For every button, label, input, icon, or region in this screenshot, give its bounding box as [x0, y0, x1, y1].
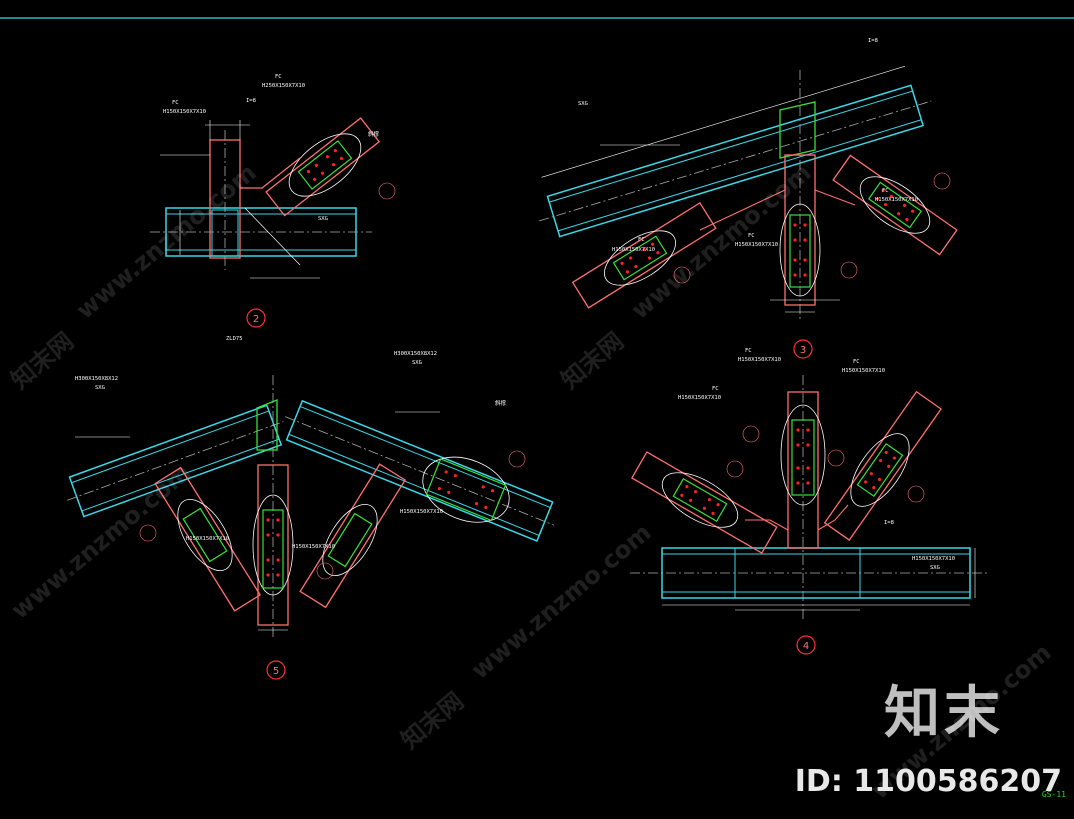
detail-2-label-top1: FC [275, 74, 282, 80]
detail-4-label-fc2b: H150X150X7X10 [842, 368, 885, 374]
detail-3-label-fc1b: H150X150X7X10 [612, 247, 655, 253]
watermark-site-3: www.znzmo.com [6, 458, 197, 624]
detail-3: 3 SXG I=8 FC H150X150X7X10 FC H150X150X7… [539, 38, 958, 359]
detail-2-callout [246, 308, 266, 328]
detail-5-label-left2: SXG [95, 385, 105, 391]
detail-5-callout [266, 660, 286, 680]
detail-5-label-side: 斜撑 [495, 399, 507, 407]
detail-3-label-note: I=8 [868, 38, 878, 44]
detail-5-column [257, 464, 289, 626]
detail-3-callout [793, 339, 813, 359]
detail-5-label-top: ZLD75 [226, 336, 243, 342]
detail-3-brace-right [832, 154, 958, 256]
detail-2-label-top2: H250X150X7X10 [262, 83, 305, 89]
detail-4-number: 4 [803, 641, 809, 652]
detail-4-label-fc3b: H150X150X7X10 [678, 395, 721, 401]
detail-5: 5 ZLD75 H300X150X8X12 SXG H300X150X8X12 … [67, 336, 555, 680]
detail-2-label-beam: SXG [318, 216, 328, 222]
detail-2-label-left2: H150X150X7X10 [163, 109, 206, 115]
detail-3-brace-left [571, 201, 717, 309]
detail-4-label-i: I=8 [884, 520, 894, 526]
detail-5-number: 5 [273, 666, 279, 677]
watermark-site-1: www.znzmo.com [71, 158, 262, 324]
detail-3-label-fc2: FC [748, 233, 755, 239]
detail-3-label-fc2b: H150X150X7X10 [735, 242, 778, 248]
detail-5-brace-left [154, 466, 262, 612]
detail-3-label-fc3b: H150X150X7X10 [875, 197, 918, 203]
detail-3-label-fc3: FC [882, 188, 889, 194]
detail-4-label-fc3: FC [712, 386, 719, 392]
image-id-label: ID: 1100586207 [794, 764, 1062, 799]
detail-2-label-i: I=8 [246, 98, 256, 104]
detail-5-label-fc2: H150X150X7X10 [292, 544, 335, 550]
detail-2-label-left1: FC [172, 100, 179, 106]
detail-4-brace-left [630, 451, 778, 554]
detail-4-brace-right [823, 390, 942, 541]
detail-2-label-side: 斜撑 [368, 130, 380, 138]
detail-5-brace-right [299, 463, 407, 609]
detail-3-label-fc1: FC [638, 237, 645, 243]
detail-3-label-top: SXG [578, 101, 588, 107]
watermark-cn-1: 知末网 [6, 327, 79, 395]
detail-5-label-right1: H300X150X8X12 [394, 351, 437, 357]
detail-2-brace [265, 117, 381, 217]
brand-logo: 知末 [884, 681, 1004, 746]
watermark-cn-3: 知末网 [396, 687, 469, 755]
detail-5-label-fc3: H150X150X7X10 [400, 509, 443, 515]
detail-5-label-right2: SXG [412, 360, 422, 366]
watermark-cn-2: 知末网 [556, 327, 629, 395]
detail-4-label-fc2: FC [853, 359, 860, 365]
detail-3-number: 3 [800, 345, 806, 356]
detail-4-callout [796, 635, 816, 655]
detail-2-number: 2 [253, 314, 259, 325]
detail-4-column [787, 391, 819, 549]
watermark-site-4: www.znzmo.com [466, 518, 657, 684]
sheet-number: GS-11 [1041, 790, 1066, 799]
detail-4-label-beam1: H150X150X7X10 [912, 556, 955, 562]
detail-4-label-fc1: FC [745, 348, 752, 354]
watermark-site-2: www.znzmo.com [626, 158, 817, 324]
detail-4-label-beam2: SXG [930, 565, 940, 571]
detail-4-label-fc1b: H150X150X7X10 [738, 357, 781, 363]
detail-5-label-left1: H300X150X8X12 [75, 376, 118, 382]
detail-5-label-fc1b: H150X150X7X10 [186, 536, 229, 542]
detail-2: 2 FC H250X150X7X10 FC H150X150X7X10 I=8 … [150, 74, 396, 328]
detail-4: 4 FC H150X150X7X10 FC H150X150X7X10 FC H… [630, 348, 990, 655]
